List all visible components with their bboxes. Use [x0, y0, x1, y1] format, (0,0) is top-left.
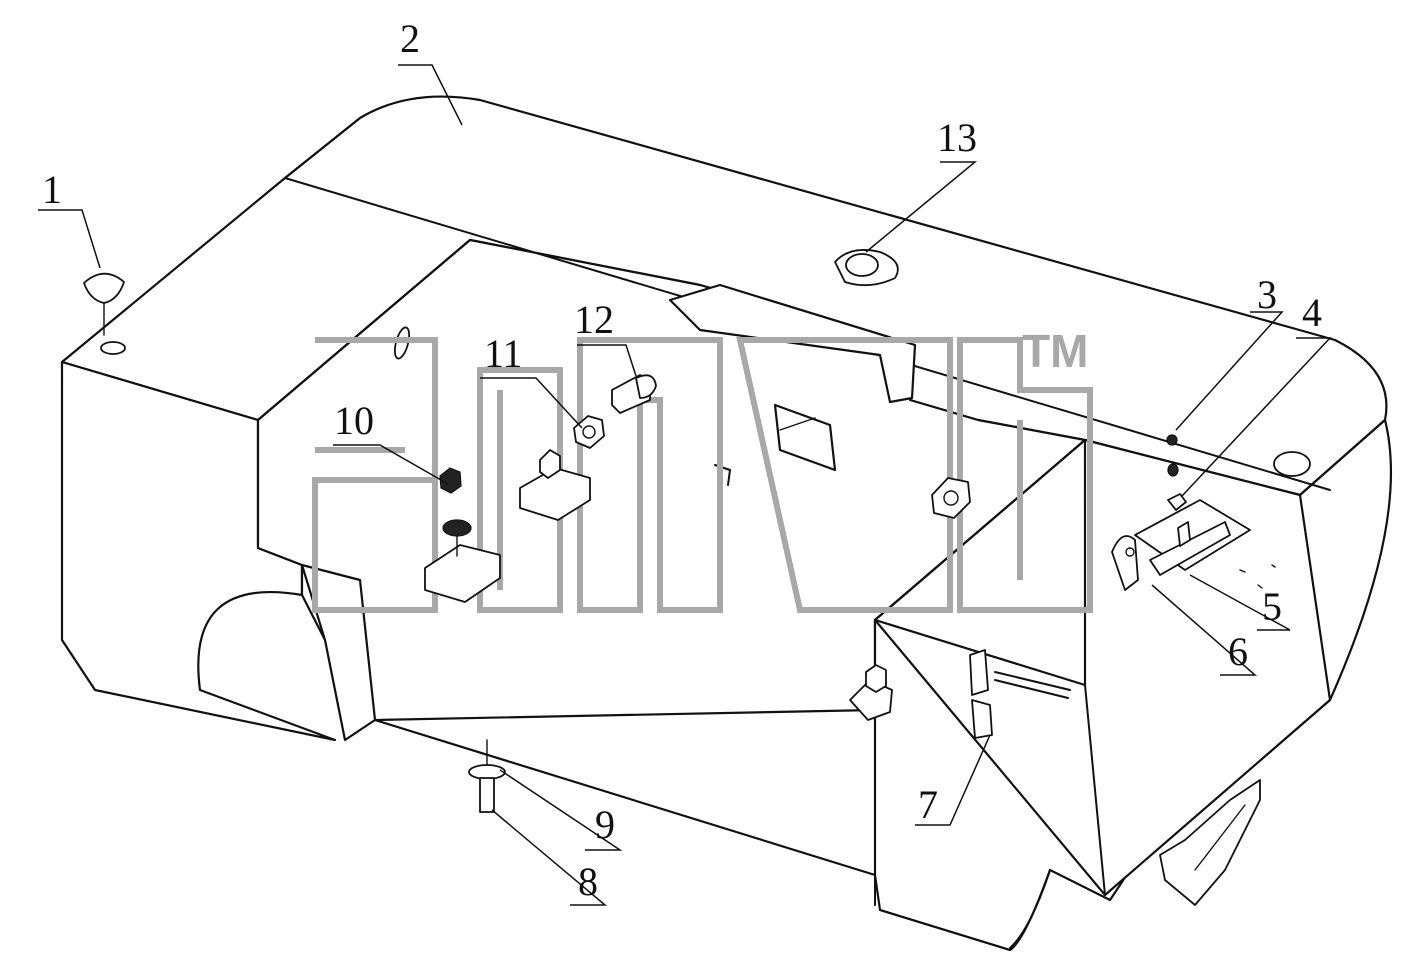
- part-11-nut: [573, 415, 605, 449]
- callout-12: 12: [574, 297, 614, 342]
- callout-10: 10: [334, 398, 374, 443]
- bottom-bracket: [1159, 779, 1261, 906]
- callout-9: 9: [595, 802, 615, 847]
- part-10-nut: [439, 467, 462, 494]
- right-top-plug: [1273, 451, 1311, 477]
- callout-4: 4: [1302, 290, 1322, 335]
- callout-1: 1: [42, 167, 62, 212]
- leader-lines: [38, 64, 1332, 906]
- mounting-pad-right: [519, 449, 591, 521]
- trademark-mark: TM: [1022, 325, 1088, 377]
- callout-2: 2: [400, 16, 420, 61]
- sensor-bracket-assembly: [1111, 434, 1276, 591]
- callout-13: 13: [937, 115, 977, 160]
- mounting-pad-left: [424, 519, 501, 603]
- callout-11: 11: [484, 331, 523, 376]
- callouts: 1 2 3 4 5 6 7 8 9 10 11 12 13: [42, 16, 1322, 904]
- part-13-sensor-flange: [834, 249, 899, 287]
- callout-8: 8: [578, 859, 598, 904]
- side-window: [773, 403, 837, 472]
- front-nut: [931, 477, 971, 519]
- callout-3: 3: [1257, 272, 1277, 317]
- side-clamp: [849, 664, 893, 721]
- part-8-9-drain-plug: [468, 739, 506, 813]
- part-12-bolt: [611, 374, 657, 414]
- top-channel: [668, 283, 917, 404]
- callout-5: 5: [1262, 584, 1282, 629]
- callout-7: 7: [918, 782, 938, 827]
- part-7-latch: [969, 649, 1071, 739]
- callout-6: 6: [1228, 629, 1248, 674]
- part-1-filler-cap: [83, 272, 126, 355]
